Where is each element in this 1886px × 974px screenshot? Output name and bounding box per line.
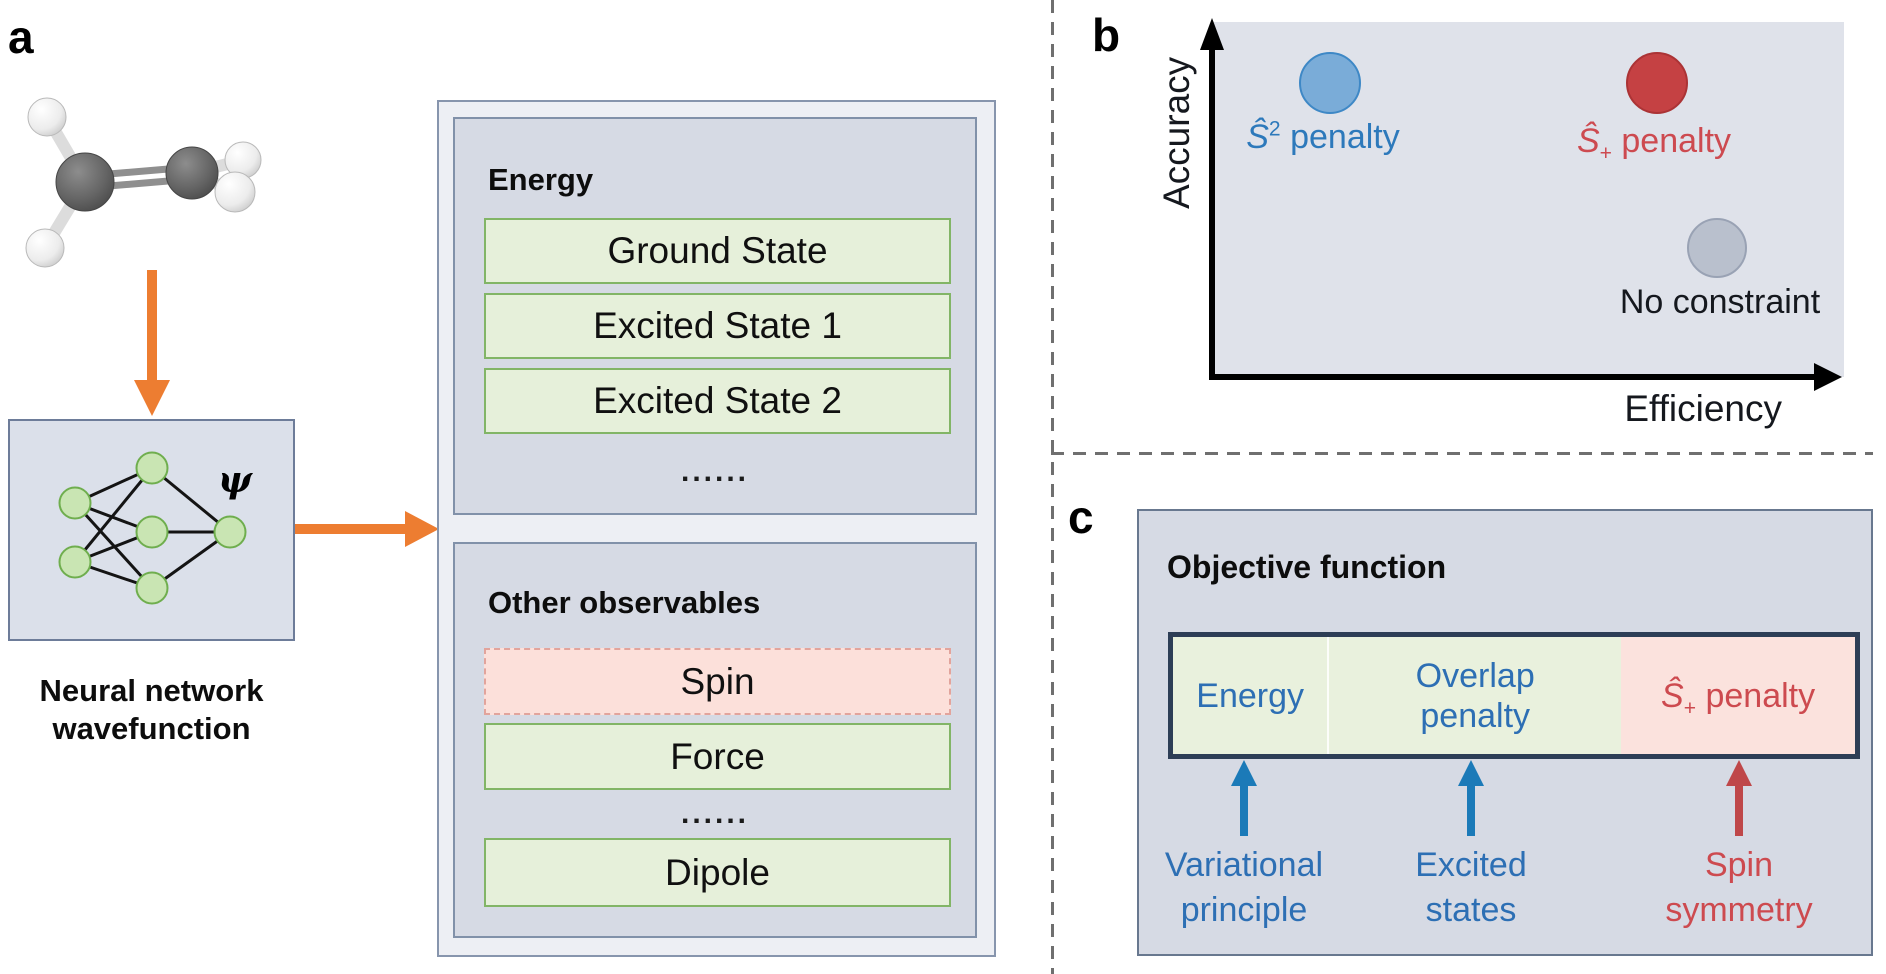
s-hat-glyph: Ŝ — [1246, 118, 1269, 156]
annotation-line: Spin — [1704, 846, 1774, 884]
carbon-atom — [55, 152, 115, 212]
spin-row: Spin — [484, 648, 951, 715]
objective-function-title: Objective function — [1167, 549, 1447, 585]
no-constraint-dot — [1687, 218, 1747, 278]
energy-panel-title: Energy — [488, 162, 594, 197]
subscript-plus: + — [1683, 696, 1697, 720]
dipole-row: Dipole — [484, 838, 951, 907]
annotation-line: Excited — [1415, 846, 1527, 884]
overlap-penalty-segment: Overlap penalty — [1327, 637, 1622, 754]
variational-arrow-up-icon — [1231, 760, 1257, 836]
carbon-atom — [165, 146, 219, 200]
overlap-line1: Overlap — [1415, 656, 1535, 695]
excited-states-annotation: Excited states — [1351, 843, 1591, 933]
s-plus-penalty-dot — [1626, 52, 1688, 114]
energy-segment: Energy — [1173, 637, 1328, 754]
panel-c-label: c — [1068, 491, 1095, 543]
penalty-text: penalty — [1280, 118, 1400, 156]
network-nodes — [58, 451, 247, 605]
subscript-plus: + — [1599, 141, 1612, 165]
ground-state-row: Ground State — [484, 218, 951, 284]
objective-function-box: Objective function Energy Overlap penalt… — [1137, 509, 1873, 956]
observables-ellipsis: ...... — [680, 797, 749, 830]
no-constraint-label: No constraint — [1619, 283, 1821, 321]
s-plus-penalty-label: Ŝ+ penalty — [1534, 122, 1774, 164]
spin-arrow-up-icon — [1726, 760, 1752, 836]
neural-network-graph — [58, 451, 247, 605]
penalty-text: penalty — [1696, 676, 1816, 715]
excited-arrow-up-icon — [1458, 760, 1484, 836]
arrow-down-icon — [134, 270, 170, 416]
ethylene-molecule-illustration — [25, 97, 262, 268]
hydrogen-atom — [214, 171, 256, 213]
molecule-atoms — [25, 97, 262, 268]
plot-axes — [1200, 18, 1842, 391]
s-hat-glyph: Ŝ — [1661, 676, 1684, 715]
x-axis-label: Efficiency — [1624, 388, 1782, 429]
excited-state-2-row: Excited State 2 — [484, 368, 951, 434]
energy-panel: Energy Ground State Excited State 1 Exci… — [453, 117, 977, 515]
spin-penalty-segment: Ŝ+ penalty — [1621, 637, 1855, 754]
variational-principle-annotation: Variational principle — [1124, 843, 1364, 933]
objective-function-bar: Energy Overlap penalty Ŝ+ penalty — [1168, 632, 1860, 759]
annotation-line: principle — [1180, 891, 1308, 929]
penalty-text: penalty — [1611, 122, 1732, 160]
horizontal-divider — [1051, 452, 1873, 455]
y-axis-arrowhead-icon — [1200, 18, 1224, 50]
annotation-line: states — [1425, 891, 1517, 929]
annotation-line: Variational — [1164, 846, 1324, 884]
psi-symbol: ψ — [218, 459, 252, 501]
force-row: Force — [484, 723, 951, 790]
x-axis-arrowhead-icon — [1814, 363, 1842, 391]
spin-symmetry-annotation: Spin symmetry — [1619, 843, 1859, 933]
neural-network-box: ψ — [8, 419, 295, 641]
hydrogen-atom — [27, 97, 67, 137]
nn-caption-line2: wavefunction — [52, 711, 251, 746]
nn-caption-line1: Neural network — [39, 673, 264, 708]
nn-caption: Neural network wavefunction — [0, 672, 303, 748]
energy-ellipsis: ...... — [680, 455, 749, 488]
arrow-right-icon — [295, 511, 439, 547]
excited-state-1-row: Excited State 1 — [484, 293, 951, 359]
superscript-2: 2 — [1268, 117, 1281, 141]
s2-penalty-dot — [1299, 52, 1361, 114]
observables-panel-title: Other observables — [488, 585, 761, 620]
s2-penalty-label: Ŝ2 penalty — [1203, 118, 1443, 157]
vertical-divider — [1051, 0, 1054, 974]
annotation-line: symmetry — [1665, 891, 1813, 929]
observables-panel: Other observables Spin Force ...... Dipo… — [453, 542, 977, 938]
panel-a-label: a — [8, 11, 35, 63]
panel-b-label: b — [1092, 9, 1122, 61]
s-hat-glyph: Ŝ — [1576, 122, 1600, 160]
hydrogen-atom — [25, 228, 65, 268]
overlap-line2: penalty — [1420, 696, 1531, 735]
spin-penalty-text: Ŝ+ penalty — [1661, 676, 1816, 720]
